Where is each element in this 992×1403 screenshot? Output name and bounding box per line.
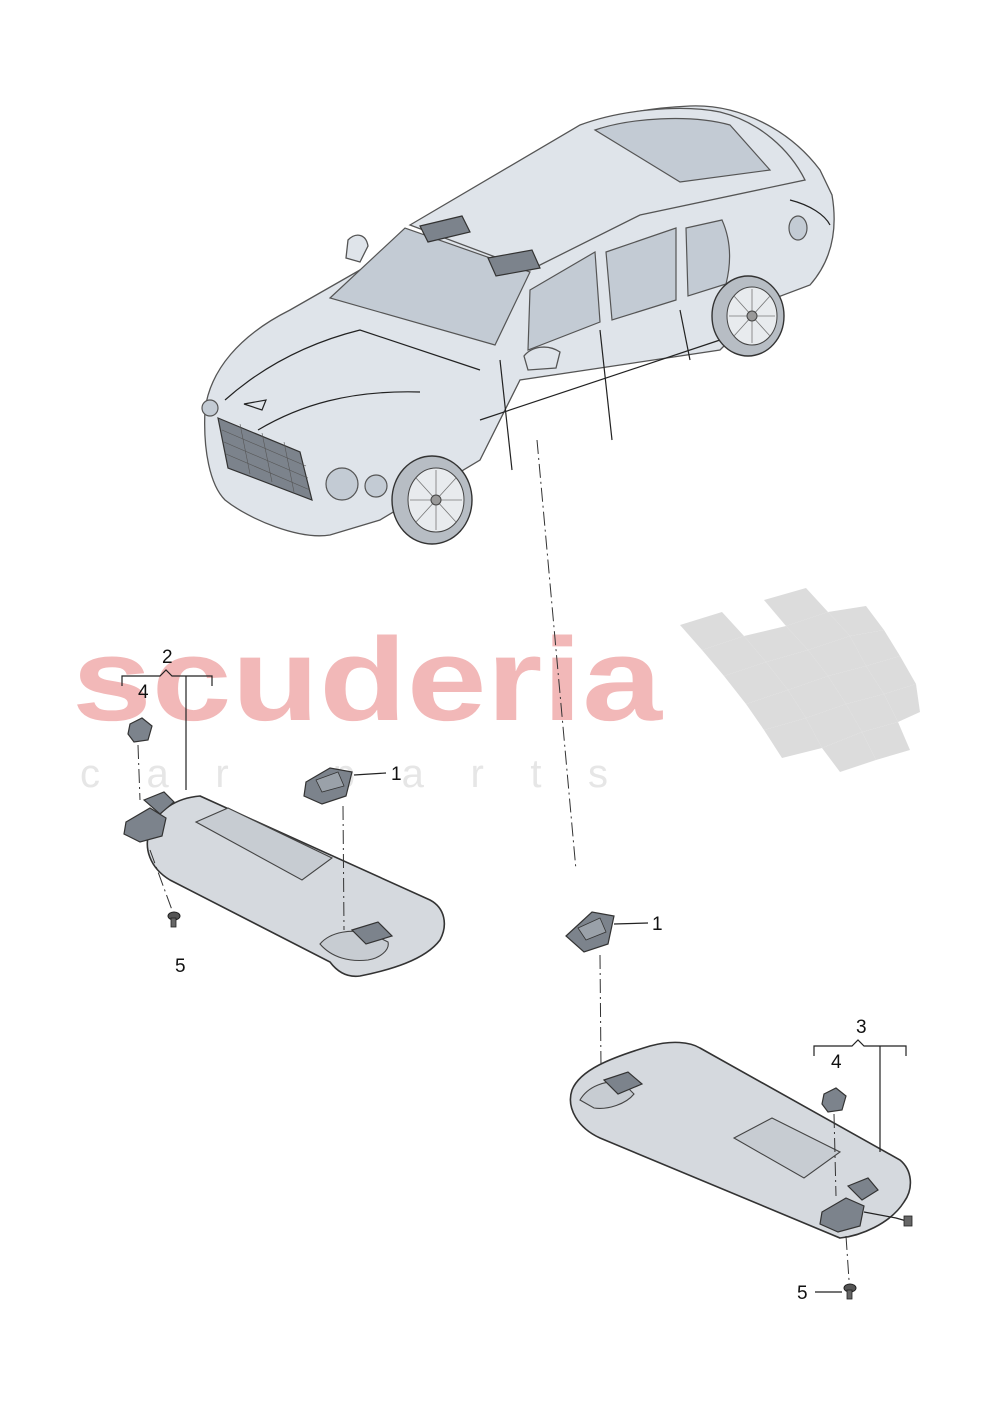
watermark-brand: scuderia bbox=[72, 614, 664, 746]
left-hinge-bracket bbox=[123, 791, 175, 843]
leader-right-retainer bbox=[599, 954, 602, 1069]
right-clip-bracket-part bbox=[821, 1087, 847, 1113]
left-screw-part bbox=[167, 911, 181, 928]
callout-left-clip-bracket: 4 bbox=[138, 682, 149, 703]
leader-left-screw bbox=[149, 849, 173, 911]
right-sun-visor bbox=[569, 1041, 912, 1239]
callout-left-screw: 5 bbox=[175, 956, 186, 977]
left-sun-visor bbox=[146, 795, 446, 978]
callout-left-sun-visor-group: 2 bbox=[162, 647, 173, 668]
leader-left-retainer bbox=[342, 805, 345, 931]
leader-right-screw bbox=[845, 1235, 850, 1281]
left-clip-bracket-part bbox=[127, 717, 153, 743]
callout-right-screw: 5 bbox=[797, 1283, 808, 1304]
checkered-flag-icon bbox=[680, 588, 920, 772]
callout-left-visor-retainer: 1 bbox=[391, 764, 402, 785]
car-illustration bbox=[201, 105, 835, 545]
callout-right-visor-retainer: 1 bbox=[652, 914, 663, 935]
right-hinge-bracket bbox=[819, 1177, 913, 1233]
leader-left-clip bbox=[137, 744, 141, 801]
right-screw-part bbox=[843, 1283, 857, 1300]
rear-wheel bbox=[711, 275, 785, 357]
left-visor-retainer-part bbox=[303, 767, 353, 805]
leader-right-clip bbox=[833, 1113, 837, 1197]
callout-right-clip-bracket: 4 bbox=[831, 1052, 842, 1073]
front-wheel bbox=[391, 455, 473, 545]
callout-right-sun-visor-group: 3 bbox=[856, 1017, 867, 1038]
right-visor-retainer-part bbox=[565, 911, 615, 953]
watermark: scuderia car parts bbox=[72, 588, 920, 796]
